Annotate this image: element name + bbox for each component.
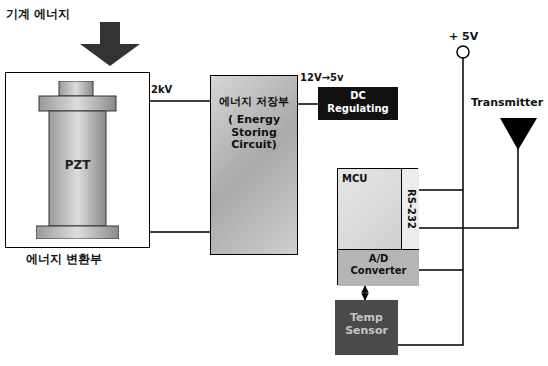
pzt-stack: PZT [36,81,119,239]
sensor-box: Temp Sensor [335,300,398,355]
edge-label: 2kV [150,84,173,95]
node-title: 에너지 저장부 [215,96,293,109]
supply-label: + 5V [448,30,479,43]
energy-input-label: 기계 에너지 [5,6,71,23]
antenna-symbol [500,118,537,150]
antenna-wire [418,132,518,228]
node-title: A/D Converter [341,253,416,276]
converter-housing: 에너지 변환부PZT [5,72,150,248]
node-title: DC Regulating [320,89,396,115]
mcu-box: MCU RS-232A/D Converter [337,168,418,285]
node-subtitle: ( Energy Storing Circuit) [215,114,293,152]
wire [364,286,366,300]
energy-arrow [80,22,140,66]
antenna-label: Transmitter [470,96,544,109]
wire [298,103,318,105]
node-title: Temp Sensor [338,312,395,337]
node-title: 에너지 변환부 [26,253,102,267]
node-title: MCU [342,173,367,185]
storage-box: 에너지 저장부 ( Energy Storing Circuit) [210,75,298,255]
adc-block: A/D Converter [338,249,419,286]
power-terminal [457,46,469,58]
power-bus [398,58,463,345]
edge-label: 12V→5v [299,72,345,83]
regulator-box: DC Regulating [318,87,398,120]
rs232-block: RS-232 [401,169,419,249]
node-title: RS-232 [405,189,417,229]
node-title: PZT [36,159,119,173]
